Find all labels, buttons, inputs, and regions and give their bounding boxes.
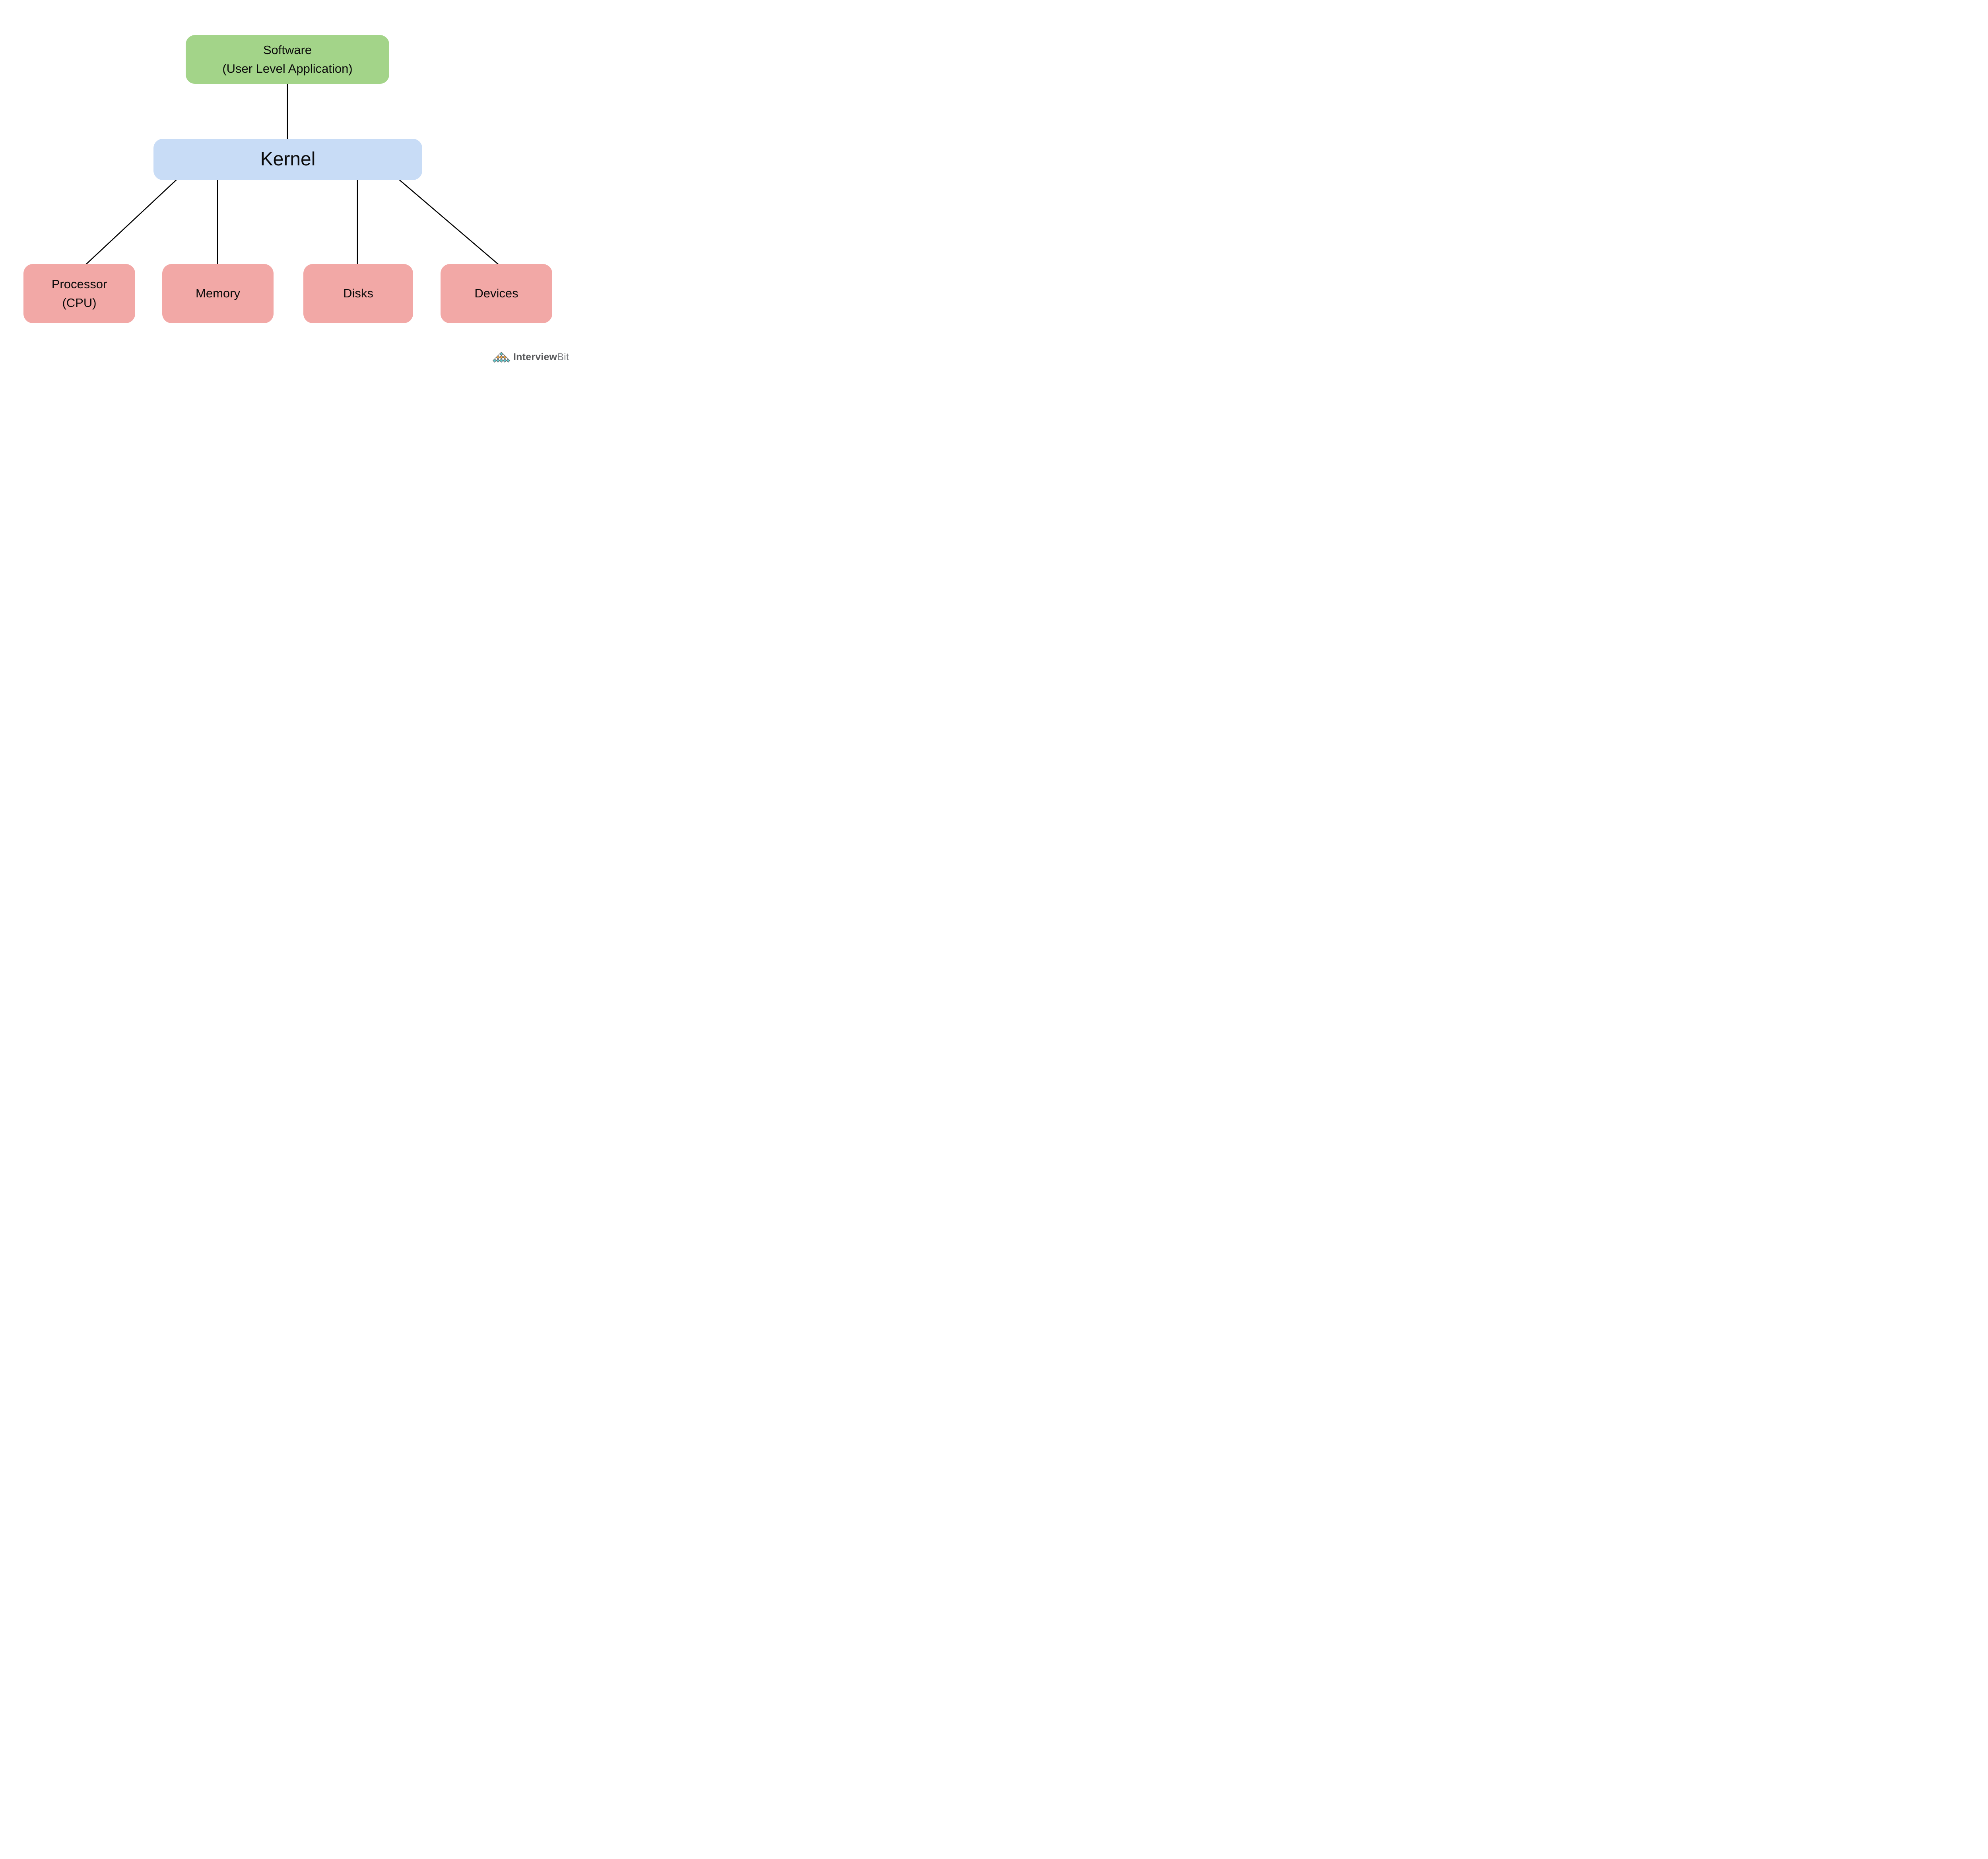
logo-text-primary: Interview [513,351,557,363]
interviewbit-logo-text: InterviewBit [513,351,569,363]
edge-kernel-devices [399,179,500,266]
node-disks-label: Disks [343,286,373,301]
node-devices: Devices [441,264,552,323]
node-software: Software (User Level Application) [186,35,389,84]
node-processor: Processor (CPU) [23,264,135,323]
node-memory-label: Memory [196,286,240,301]
interviewbit-logo: InterviewBit [492,351,569,363]
logo-text-secondary: Bit [557,351,569,363]
node-software-label-line1: Software [263,43,312,57]
node-processor-label-line1: Processor [51,277,107,291]
interviewbit-pyramid-icon [492,351,511,363]
node-kernel: Kernel [153,139,422,180]
node-disks: Disks [303,264,413,323]
node-devices-label: Devices [474,286,518,301]
node-memory: Memory [162,264,274,323]
node-processor-label-line2: (CPU) [62,295,97,310]
node-software-label-line2: (User Level Application) [222,61,353,76]
edge-kernel-processor [84,179,177,266]
connector-lines [84,83,500,266]
diagram-canvas: Software (User Level Application) Kernel… [0,0,575,372]
node-kernel-label: Kernel [260,149,316,170]
